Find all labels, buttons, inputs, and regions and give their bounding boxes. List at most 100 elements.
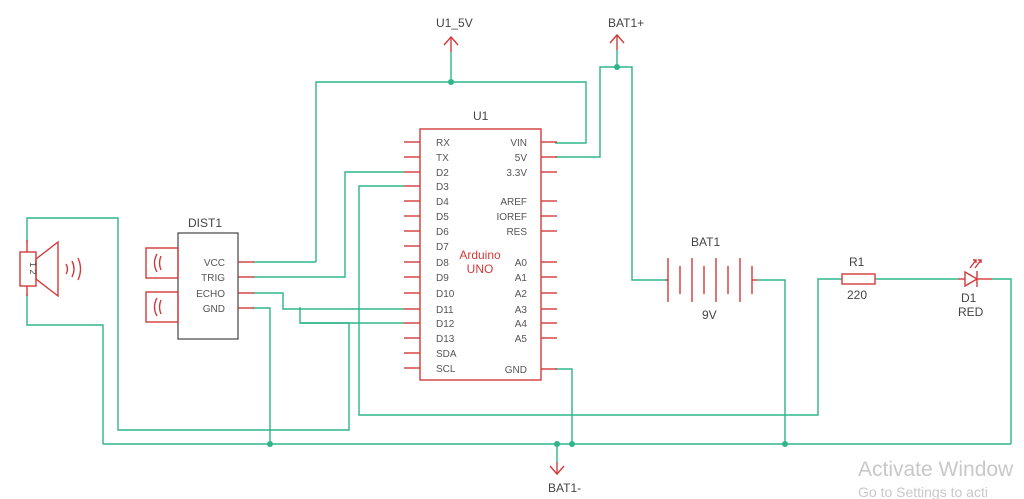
- pin-label: RX: [436, 138, 450, 149]
- pin-label: TRIG: [201, 273, 225, 284]
- pin-aref[interactable]: AREF: [500, 197, 557, 208]
- pin-label: D12: [436, 319, 455, 330]
- pin-label: D6: [436, 227, 449, 238]
- pin-a0[interactable]: A0: [515, 258, 557, 269]
- wire-sensor-gnd: [253, 307, 271, 444]
- arduino-name-line2: UNO: [467, 262, 494, 276]
- sensor-ref: DIST1: [188, 216, 222, 230]
- bat1-minus-label: BAT1-: [548, 481, 581, 495]
- pin-label: A0: [515, 258, 528, 269]
- sound-wave-icon: [65, 257, 82, 281]
- pin-d5[interactable]: D5: [404, 212, 449, 223]
- pin-scl[interactable]: SCL: [404, 364, 456, 375]
- pin-d7[interactable]: D7: [404, 242, 449, 253]
- sensor-pin-gnd[interactable]: GND: [203, 304, 254, 315]
- sensor-pin-trig[interactable]: TRIG: [201, 273, 254, 284]
- wire-led-gnd: [992, 278, 1012, 444]
- arrow-up-icon: [609, 33, 625, 44]
- arduino-name-line1: Arduino: [459, 248, 501, 262]
- resistor-value: 220: [847, 288, 867, 302]
- pin-res[interactable]: RES: [506, 227, 557, 238]
- junction-dot: [782, 441, 788, 447]
- pin-label: D5: [436, 212, 449, 223]
- pin-tx[interactable]: TX: [404, 153, 449, 164]
- pin-label: VIN: [510, 138, 527, 149]
- distance-sensor[interactable]: DIST1 VCC TRIG ECHO GND: [145, 216, 254, 340]
- pin-d6[interactable]: D6: [404, 227, 449, 238]
- wire-battery-minus: [757, 279, 786, 444]
- transducer-icon: [145, 291, 179, 323]
- pin-label: D3: [436, 182, 449, 193]
- power-flag-bat1-minus[interactable]: BAT1-: [548, 462, 581, 495]
- pin-a2[interactable]: A2: [515, 289, 557, 300]
- wire-arduino-gnd: [555, 368, 573, 444]
- pin-label: D11: [436, 305, 454, 316]
- pin-gnd[interactable]: GND: [505, 365, 557, 376]
- pin-rx[interactable]: RX: [404, 138, 450, 149]
- light-rays-icon: [969, 259, 982, 269]
- junctions: [267, 64, 788, 447]
- junction-dot: [569, 441, 575, 447]
- activation-watermark: Activate Window Go to Settings to acti: [858, 458, 1014, 499]
- pin-label: GND: [203, 304, 225, 315]
- pin-3v3[interactable]: 3.3V: [506, 168, 557, 179]
- pin-label: A5: [515, 334, 528, 345]
- sensor-pin-vcc[interactable]: VCC: [204, 258, 254, 269]
- pin-a1[interactable]: A1: [515, 273, 557, 284]
- power-flag-u1-5v[interactable]: U1_5V: [436, 16, 473, 52]
- pin-label: SDA: [436, 349, 457, 360]
- pin-sda[interactable]: SDA: [404, 349, 457, 360]
- pin-label: D9: [436, 273, 449, 284]
- wire-speaker-top: [26, 217, 350, 431]
- junction-dot: [448, 79, 454, 85]
- pin-d10[interactable]: D10: [404, 289, 455, 300]
- pin-label: 5V: [515, 153, 528, 164]
- pin-label: D4: [436, 197, 449, 208]
- led-ref: D1: [961, 291, 977, 305]
- pin-label: D7: [436, 242, 449, 253]
- pin-label: D10: [436, 289, 455, 300]
- power-flag-bat1-plus[interactable]: BAT1+: [608, 16, 644, 50]
- pin-d11[interactable]: D11: [404, 305, 454, 316]
- watermark-line2: Go to Settings to acti: [858, 484, 988, 499]
- pin-a3[interactable]: A3: [515, 305, 557, 316]
- junction-dot: [267, 441, 273, 447]
- speaker[interactable]: 1 2: [19, 240, 82, 298]
- resistor[interactable]: R1 220: [841, 255, 876, 302]
- led-value: RED: [958, 305, 984, 319]
- pin-d9[interactable]: D9: [404, 273, 449, 284]
- pin-label: D2: [436, 168, 449, 179]
- pin-label: AREF: [500, 197, 527, 208]
- u1-5v-label: U1_5V: [436, 16, 473, 30]
- pin-label: IOREF: [496, 212, 527, 223]
- pin-d4[interactable]: D4: [404, 197, 449, 208]
- pin-d2[interactable]: D2: [404, 168, 449, 179]
- diode-icon: [964, 270, 979, 288]
- sensor-pin-echo[interactable]: ECHO: [196, 289, 254, 300]
- wire-5v-rail: [315, 81, 587, 262]
- pin-label: GND: [505, 365, 527, 376]
- pin-d8[interactable]: D8: [404, 258, 449, 269]
- arduino-right-pins: VIN 5V 3.3V AREF IOREF RES A0 A1 A2 A3 A…: [496, 138, 557, 376]
- pin-label: D8: [436, 258, 449, 269]
- pin-label: D13: [436, 334, 455, 345]
- watermark-line1: Activate Window: [858, 458, 1014, 481]
- pin-d12[interactable]: D12: [404, 319, 455, 330]
- transducer-icon: [145, 247, 179, 279]
- pin-label: TX: [436, 153, 449, 164]
- junction-dot: [554, 441, 560, 447]
- battery-value: 9V: [702, 308, 717, 322]
- arduino-ref: U1: [473, 109, 489, 123]
- pin-vin[interactable]: VIN: [510, 138, 557, 149]
- battery[interactable]: BAT1 9V: [666, 235, 757, 322]
- arduino-uno[interactable]: U1 Arduino UNO RX TX D2 D3 D4 D5 D6 D7 D…: [404, 109, 557, 381]
- pin-a5[interactable]: A5: [515, 334, 557, 345]
- led[interactable]: D1 RED: [958, 259, 992, 319]
- pin-5v[interactable]: 5V: [515, 153, 557, 164]
- pin-d13[interactable]: D13: [404, 334, 455, 345]
- pin-ioref[interactable]: IOREF: [496, 212, 557, 223]
- arduino-left-pins: RX TX D2 D3 D4 D5 D6 D7 D8 D9 D10 D11 D1…: [404, 138, 457, 375]
- pin-d3[interactable]: D3: [404, 182, 449, 193]
- pin-a4[interactable]: A4: [515, 319, 557, 330]
